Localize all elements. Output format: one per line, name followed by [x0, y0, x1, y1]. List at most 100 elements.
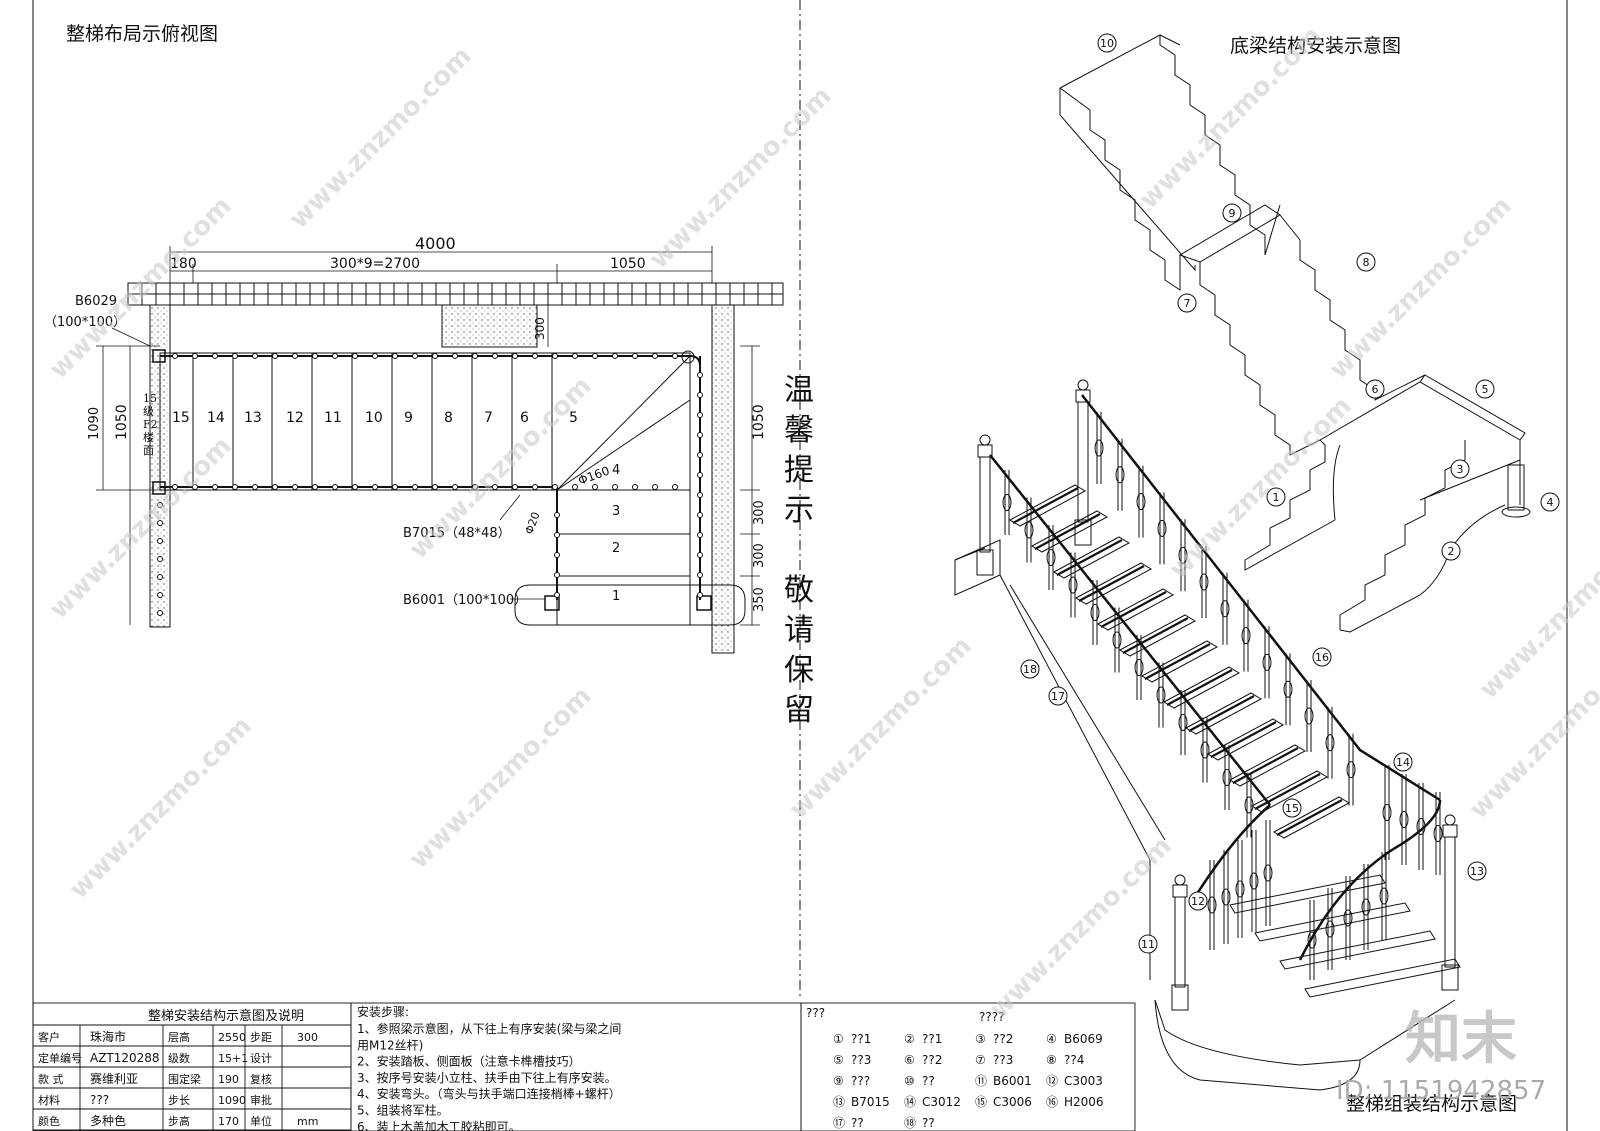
table-title: 整梯安装结构示意图及说明 [148, 1008, 304, 1024]
install-step-line: 用M12丝杆) [357, 1038, 423, 1052]
dim-180: 180 [170, 256, 197, 272]
table-cell: 单位 [250, 1114, 272, 1128]
watermark-text: www.znzmo.com [64, 711, 258, 905]
part-code: H2006 [1064, 1095, 1104, 1109]
install-step-line: 2、安装踏板、侧面板（注意卡榫槽技巧） [357, 1054, 581, 1069]
table-cell: 级数 [168, 1052, 190, 1065]
sheet-frame [32, 0, 1568, 1131]
label-phi160: Φ160 [576, 464, 611, 488]
install-step-line: 5、组装将军柱。 [357, 1103, 449, 1118]
callout-number: 18 [1023, 663, 1037, 676]
part-index: ⑨ [833, 1074, 844, 1088]
part-index: ③ [975, 1032, 986, 1046]
table-cell: 珠海市 [90, 1029, 126, 1044]
part-index: ⑤ [833, 1053, 844, 1067]
callout-bubble: 3 [1450, 459, 1470, 479]
part-index: ⑬ [833, 1095, 845, 1109]
watermark-text: www.znzmo.com [284, 41, 478, 235]
assembly-diagram [954, 379, 1461, 1091]
callout-number: 14 [1396, 756, 1410, 769]
table-cell: 多种色 [90, 1114, 126, 1128]
table-cell: 1090 [218, 1094, 246, 1107]
step-number: 4 [612, 463, 620, 478]
dim-1050-left: 1050 [114, 404, 130, 440]
dim-1090: 1090 [87, 407, 102, 440]
table-cell: 步高 [168, 1114, 190, 1128]
part-code: ??3 [993, 1053, 1013, 1067]
callout-number: 5 [1482, 383, 1489, 396]
part-code: ??3 [851, 1053, 871, 1067]
watermark-id: ID: 1151942857 [1336, 1076, 1546, 1106]
part-code: ??1 [851, 1032, 871, 1046]
part-index: ⑱ [904, 1116, 916, 1130]
callout-number: 4 [1547, 496, 1554, 509]
callout-number: 12 [1191, 895, 1205, 908]
step-number: 7 [484, 410, 493, 426]
step-number: 5 [569, 410, 578, 426]
assembly-callouts: 16 18 17 14 15 13 12 11 [1020, 647, 1487, 954]
dim-300-r2: 300 [752, 543, 767, 568]
dim-1050-right: 1050 [751, 404, 767, 440]
callout-bubble: 9 [1222, 203, 1242, 223]
part-index: ⑫ [1046, 1074, 1058, 1088]
notice-char: 留 [784, 693, 814, 728]
table-cell: 客户 [38, 1030, 60, 1044]
parts-head1: ??? [806, 1006, 825, 1020]
step-number: 13 [244, 410, 262, 426]
callout-number: 2 [1448, 545, 1455, 558]
notice-char: 保 [784, 653, 814, 688]
step-number: 15 [172, 410, 190, 426]
part-code: ??2 [993, 1032, 1013, 1046]
dim-total: 4000 [415, 234, 456, 253]
callout-number: 15 [1285, 802, 1299, 815]
install-step-line: 1、参照梁示意图，从下往上有序安装(梁与梁之间 [357, 1021, 621, 1036]
notice-char: 敬 [784, 573, 814, 608]
part-index: ⑩ [904, 1074, 915, 1088]
callout-number: 16 [1315, 651, 1329, 664]
watermark-logo: 知末 [1405, 1007, 1517, 1072]
table-cell: 设计 [250, 1052, 272, 1065]
step-number: 10 [365, 410, 383, 426]
table-cell: 审批 [250, 1093, 272, 1107]
callout-number: 13 [1470, 865, 1484, 878]
label-b6001: B6001（100*100） [403, 593, 527, 608]
part-index: ⑪ [975, 1074, 987, 1088]
callout-bubble: 11 [1138, 934, 1158, 954]
step-number: 12 [286, 410, 304, 426]
callout-bubble: 16 [1312, 647, 1332, 667]
part-index: ⑦ [975, 1053, 986, 1067]
table-cell: 300 [297, 1031, 318, 1044]
part-code: C3012 [922, 1095, 961, 1109]
plan-dimensions [96, 246, 760, 626]
callout-bubble: 13 [1467, 861, 1487, 881]
table-cell: mm [297, 1115, 318, 1128]
table-cell: 复核 [250, 1072, 272, 1086]
table-cell: 赛维利亚 [90, 1071, 138, 1086]
table-cell: 步长 [168, 1094, 190, 1107]
watermark-layer: www.znzmo.com www.znzmo.com www.znzmo.com w… [44, 21, 1600, 1025]
floor-note-char: 楼 [143, 430, 154, 444]
table-cell: 定单编号 [38, 1051, 82, 1065]
watermark-text: www.znzmo.com [1164, 391, 1358, 585]
dim-300-r1: 300 [752, 500, 767, 525]
floor-note-char: 面 [143, 444, 154, 457]
part-code: ?? [922, 1074, 935, 1088]
step-number: 8 [444, 410, 453, 426]
part-index: ⑰ [833, 1116, 845, 1130]
callout-bubble: 7 [1177, 293, 1197, 313]
dim-2700: 300*9=2700 [330, 256, 420, 272]
install-step-line: 6、装上木盖加木工胶粘即可。 [357, 1119, 521, 1131]
callout-number: 9 [1229, 207, 1236, 220]
watermark-text: www.znzmo.com [404, 681, 598, 875]
part-index: ① [833, 1032, 844, 1046]
callout-bubble: 10 [1097, 33, 1117, 53]
part-code: ??4 [1064, 1053, 1084, 1067]
callout-bubble: 17 [1048, 686, 1068, 706]
info-table [32, 1002, 1136, 1131]
notice-char: 请 [784, 613, 814, 648]
table-cell: 围定梁 [168, 1072, 201, 1086]
